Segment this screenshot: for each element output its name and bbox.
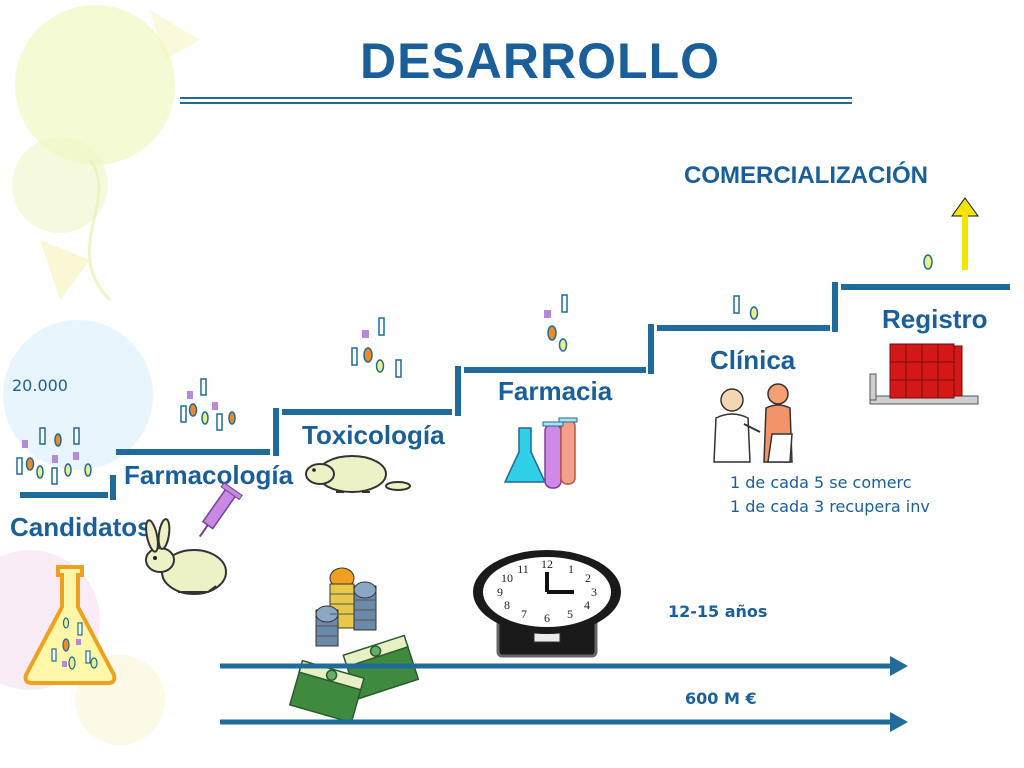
- syringe-icon: [198, 482, 243, 538]
- svg-text:1: 1: [568, 562, 574, 576]
- svg-text:7: 7: [521, 607, 527, 621]
- svg-text:12: 12: [541, 557, 553, 571]
- up-arrow-icon: [951, 197, 979, 270]
- rabbit-icon: [145, 518, 227, 595]
- stage-candidatos: Candidatos: [10, 512, 152, 542]
- svg-text:10: 10: [501, 571, 513, 585]
- svg-text:2: 2: [585, 571, 591, 585]
- candidates-count: 20.000: [12, 376, 68, 395]
- beaver-icon: [305, 455, 411, 493]
- svg-text:4: 4: [584, 598, 590, 612]
- test-tubes-icon: [503, 417, 578, 489]
- svg-text:6: 6: [544, 611, 550, 625]
- coins-icon: [315, 567, 377, 647]
- stage-farmacologia: Farmacología: [124, 460, 294, 490]
- svg-text:8: 8: [504, 598, 510, 612]
- stage-clinica: Clínica: [710, 345, 796, 375]
- svg-text:3: 3: [591, 585, 597, 599]
- stage-farmacia: Farmacia: [498, 376, 613, 406]
- timeline-duration: 12-15 años: [668, 602, 768, 621]
- note-recovers-investment: 1 de cada 3 recupera inv: [730, 497, 930, 516]
- flask-icon: [23, 565, 117, 685]
- note-commercialized: 1 de cada 5 se comerc: [730, 473, 912, 492]
- stage-registro: Registro: [882, 304, 988, 334]
- timeline-cost: 600 M €: [685, 689, 757, 708]
- binders-icon: [869, 343, 979, 405]
- page-title: DESARROLLO: [360, 33, 720, 89]
- timeline-arrows: [220, 656, 908, 732]
- title-underline: [180, 97, 852, 104]
- commercialization-label: COMERCIALIZACIÓN: [684, 162, 928, 189]
- svg-text:11: 11: [517, 562, 529, 576]
- stage-toxicologia: Toxicología: [302, 420, 445, 450]
- svg-text:9: 9: [497, 585, 503, 599]
- doctor-patient-icon: [713, 383, 793, 463]
- svg-text:5: 5: [567, 607, 573, 621]
